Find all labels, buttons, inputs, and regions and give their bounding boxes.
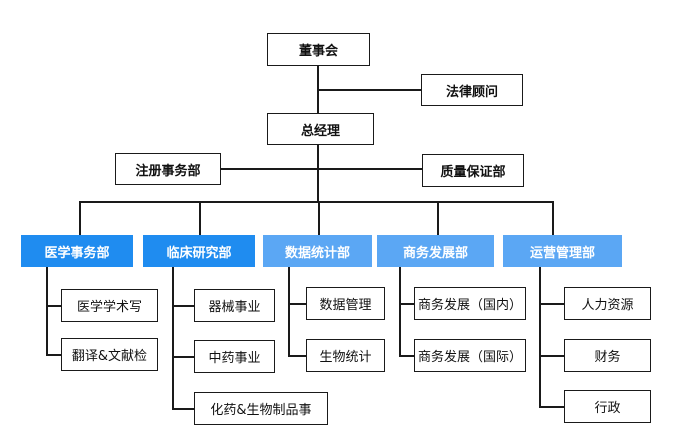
sub-bd-domestic: 商务发展（国内） <box>414 287 526 320</box>
connector-sub-3-2 <box>288 355 306 357</box>
dept-data-statistics: 数据统计部 <box>263 235 372 267</box>
quality-assurance-dept-box: 质量保证部 <box>422 154 524 187</box>
connector-dept-drop-4 <box>437 201 439 235</box>
connector-sub-5 <box>539 266 541 407</box>
connector-sub-2-3 <box>172 408 194 410</box>
connector-dept-drop-5 <box>552 201 554 235</box>
connector-dept-drop-1 <box>79 201 81 235</box>
sub-device-business: 器械事业 <box>194 289 275 322</box>
sub-chemical-biological: 化药&生物制品事 <box>194 392 328 425</box>
connector-sub-2 <box>172 266 174 409</box>
connector-sub-4-2 <box>399 355 414 357</box>
legal-advisor-box: 法律顾问 <box>421 74 523 106</box>
sub-bd-international: 商务发展（国际） <box>414 339 526 372</box>
sub-data-management: 数据管理 <box>306 287 385 320</box>
connector-sub-5-3 <box>539 406 564 408</box>
sub-finance: 财务 <box>564 339 651 372</box>
connector-sub-3 <box>288 266 290 356</box>
connector-sub-5-1 <box>539 303 564 305</box>
sub-human-resources: 人力资源 <box>564 287 651 320</box>
connector-sub-3-1 <box>288 303 306 305</box>
connector-legal <box>317 89 421 91</box>
connector-registration <box>220 168 318 170</box>
connector-dept-drop-3 <box>318 201 320 235</box>
sub-biostatistics: 生物统计 <box>306 339 385 372</box>
dept-operations: 运营管理部 <box>503 235 622 267</box>
sub-administration: 行政 <box>564 390 651 423</box>
sub-tcm-business: 中药事业 <box>194 340 275 373</box>
dept-medical-affairs: 医学事务部 <box>21 235 133 267</box>
connector-sub-2-1 <box>172 305 194 307</box>
connector-ceo-bus <box>317 144 319 202</box>
sub-medical-writing: 医学学术写 <box>61 289 158 322</box>
connector-sub-4 <box>399 266 401 356</box>
connector-sub-4-1 <box>399 303 414 305</box>
connector-quality <box>317 168 423 170</box>
connector-sub-1-1 <box>46 305 61 307</box>
ceo-box: 总经理 <box>267 113 374 145</box>
connector-dept-bus <box>79 201 553 203</box>
board-box: 董事会 <box>267 33 370 66</box>
dept-clinical-research: 临床研究部 <box>143 235 255 267</box>
connector-sub-1-2 <box>46 354 61 356</box>
connector-dept-drop-2 <box>199 201 201 235</box>
registration-dept-box: 注册事务部 <box>115 153 221 185</box>
connector-sub-5-2 <box>539 355 564 357</box>
connector-sub-1 <box>46 266 48 355</box>
connector-sub-2-2 <box>172 356 194 358</box>
sub-translation-literature: 翻译&文献检 <box>61 338 158 371</box>
dept-business-development: 商务发展部 <box>377 235 494 267</box>
